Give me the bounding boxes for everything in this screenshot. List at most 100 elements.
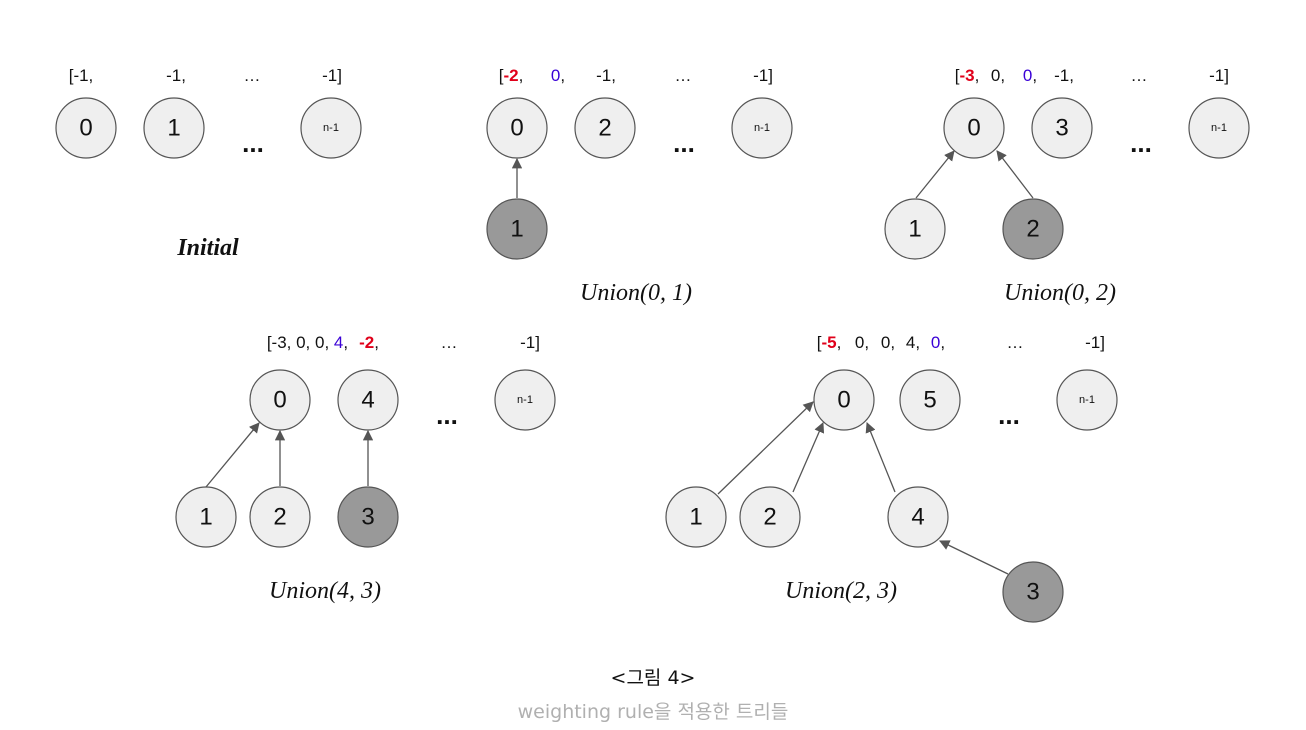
panel-caption: Union(4, 3)	[269, 578, 381, 604]
tree-node: 0	[943, 97, 1005, 159]
array-entry: 4,	[334, 333, 348, 352]
svg-text:0: 0	[79, 115, 92, 142]
tree-node: n-1	[1188, 97, 1250, 159]
panel-union-4-3: [-3, 0, 0, 4, -2, … -1] 0 4 ...	[175, 333, 556, 604]
tree-node: 1	[175, 486, 237, 548]
tree-node: 3	[1031, 97, 1093, 159]
parent-edge	[792, 422, 825, 493]
svg-text:0: 0	[967, 115, 980, 142]
tree-node: 1	[665, 486, 727, 548]
parent-array: [-3, 0, 0, -1, … -1]	[955, 66, 1229, 85]
tree-node: n-1	[494, 369, 556, 431]
svg-text:1: 1	[510, 216, 523, 243]
array-ellipsis: …	[1131, 66, 1148, 85]
figure-subtitle: weighting rule을 적용한 트리들	[517, 701, 789, 723]
svg-text:1: 1	[689, 504, 702, 531]
svg-text:2: 2	[763, 504, 776, 531]
panel-initial: [-1, -1, … -1] 0 1 ... n-1 Initial	[55, 66, 362, 261]
tree-node: n-1	[731, 97, 793, 159]
tree-node: 0	[55, 97, 117, 159]
array-entry: 0,	[991, 66, 1005, 85]
array-entry: -1,	[166, 66, 186, 85]
svg-text:2: 2	[598, 115, 611, 142]
svg-text:0: 0	[273, 387, 286, 414]
tree-node-merged: 3	[1002, 561, 1064, 623]
svg-text:3: 3	[1026, 579, 1039, 606]
parent-edge	[996, 150, 1034, 199]
array-ellipsis: …	[1007, 333, 1024, 352]
array-ellipsis: …	[441, 333, 458, 352]
tree-node: 1	[143, 97, 205, 159]
array-entry: [-3, 0, 0,	[267, 333, 329, 352]
panel-caption: Union(0, 1)	[580, 280, 692, 306]
array-entry: -1]	[753, 66, 773, 85]
tree-node: 0	[486, 97, 548, 159]
array-entry: -1]	[520, 333, 540, 352]
array-entry: 0,	[1023, 66, 1037, 85]
svg-text:0: 0	[510, 115, 523, 142]
parent-edge	[865, 422, 896, 493]
tree-node: 1	[884, 198, 946, 260]
tree-node: 5	[899, 369, 961, 431]
array-entry: -1,	[596, 66, 616, 85]
tree-node-merged: 3	[337, 486, 399, 548]
tree-node: 2	[574, 97, 636, 159]
parent-array: [-5, 0, 0, 4, 0, … -1]	[817, 333, 1105, 352]
array-entry: 0,	[551, 66, 565, 85]
parent-edge	[939, 540, 1009, 575]
svg-text:n-1: n-1	[323, 122, 339, 134]
svg-text:2: 2	[1026, 216, 1039, 243]
parent-array: [-1, -1, … -1]	[69, 66, 342, 85]
svg-text:1: 1	[167, 115, 180, 142]
parent-edge	[915, 150, 955, 199]
array-entry: 0,	[855, 333, 869, 352]
array-entry: [-1,	[69, 66, 94, 85]
tree-node-merged: 1	[486, 198, 548, 260]
svg-text:2: 2	[273, 504, 286, 531]
parent-array: [-2, 0, -1, … -1]	[499, 66, 773, 85]
svg-text:3: 3	[361, 504, 374, 531]
array-entry: [-2,	[499, 66, 524, 85]
panel-caption: Initial	[176, 235, 239, 261]
parent-edge	[205, 422, 260, 488]
parent-array: [-3, 0, 0, 4, -2, … -1]	[267, 333, 540, 352]
svg-text:4: 4	[361, 387, 374, 414]
array-entry: -1]	[322, 66, 342, 85]
svg-text:1: 1	[199, 504, 212, 531]
panel-union-0-1: [-2, 0, -1, … -1] 0 2 ... n	[486, 66, 793, 306]
svg-text:3: 3	[1055, 115, 1068, 142]
panel-caption: Union(0, 2)	[1004, 280, 1116, 306]
tree-node: 4	[887, 486, 949, 548]
array-entry: 0,	[931, 333, 945, 352]
tree-node-merged: 2	[1002, 198, 1064, 260]
svg-text:1: 1	[908, 216, 921, 243]
array-entry: -2,	[359, 333, 379, 352]
array-entry: -1]	[1209, 66, 1229, 85]
svg-text:n-1: n-1	[1079, 394, 1095, 406]
ellipsis: ...	[998, 400, 1020, 430]
ellipsis: ...	[673, 128, 695, 158]
svg-text:4: 4	[911, 504, 924, 531]
panel-union-2-3: [-5, 0, 0, 4, 0, … -1]	[665, 333, 1118, 623]
tree-node: 2	[739, 486, 801, 548]
array-ellipsis: …	[244, 66, 261, 85]
svg-text:n-1: n-1	[517, 394, 533, 406]
array-entry: [-5,	[817, 333, 842, 352]
figure-title: <그림 4>	[610, 667, 696, 689]
panel-caption: Union(2, 3)	[785, 578, 897, 604]
tree-node: n-1	[300, 97, 362, 159]
svg-text:n-1: n-1	[1211, 122, 1227, 134]
tree-node: n-1	[1056, 369, 1118, 431]
panel-union-0-2: [-3, 0, 0, -1, … -1] 0 3	[884, 66, 1250, 306]
svg-text:n-1: n-1	[754, 122, 770, 134]
array-entry: [-3,	[955, 66, 980, 85]
ellipsis: ...	[436, 400, 458, 430]
svg-text:0: 0	[837, 387, 850, 414]
svg-text:5: 5	[923, 387, 936, 414]
parent-edge	[717, 401, 814, 495]
tree-node: 0	[813, 369, 875, 431]
ellipsis: ...	[242, 128, 264, 158]
tree-node: 0	[249, 369, 311, 431]
ellipsis: ...	[1130, 128, 1152, 158]
